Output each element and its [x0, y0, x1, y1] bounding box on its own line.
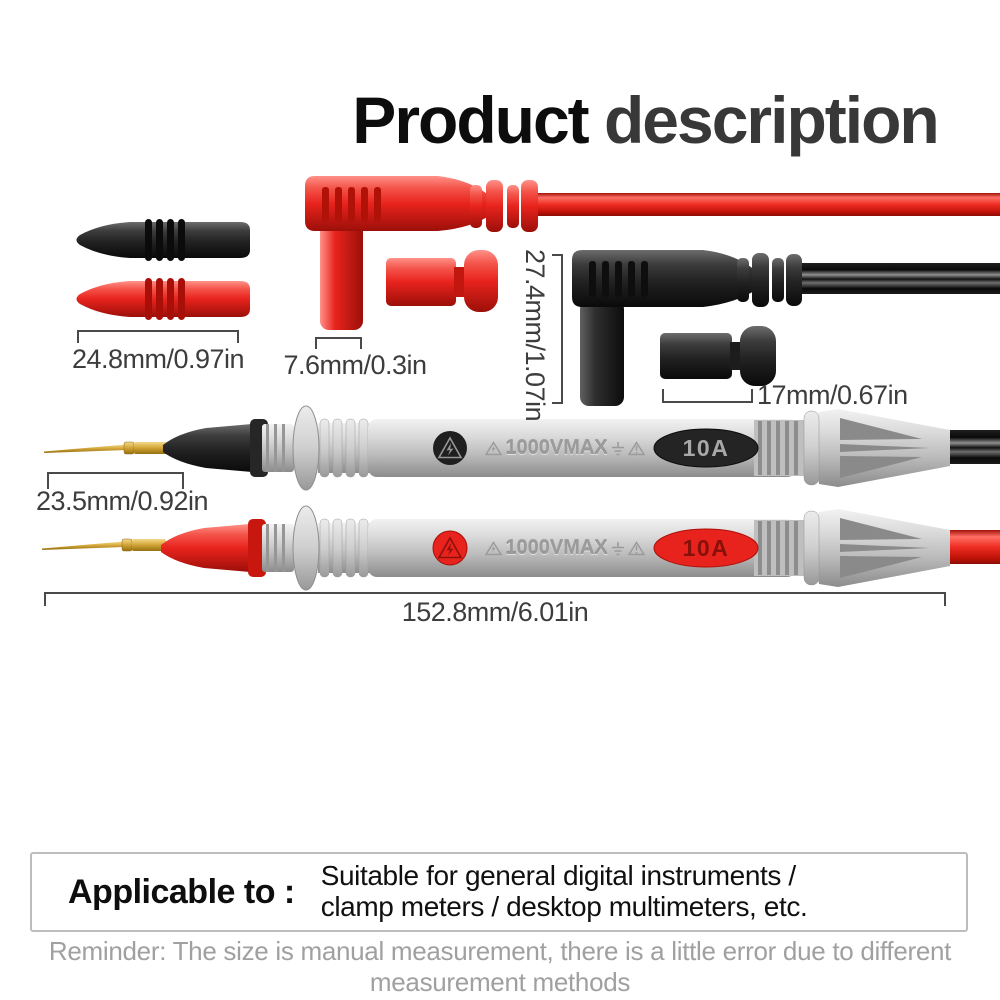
black-probe-tip-cover [76, 219, 250, 261]
warning-triangle-icon [437, 436, 463, 459]
red-probe-cable [944, 530, 1000, 564]
red-angle-plug [305, 176, 1000, 330]
dimension-bracket-probe-tip [47, 472, 184, 489]
applicable-to-text: Suitable for general digital instruments… [320, 860, 808, 923]
applicable-to-box: Applicable to : Suitable for general dig… [30, 852, 968, 932]
plug-barrel-size-label: 7.6mm/0.3in [283, 350, 427, 380]
applicable-to-line1: Suitable for general digital instruments… [320, 860, 796, 892]
red-banana-cap [386, 250, 498, 312]
applicable-to-label: Applicable to : [68, 872, 295, 911]
warning-triangle-icon [485, 540, 503, 555]
probe-total-size-label: 152.8mm/6.01in [401, 597, 589, 627]
voltage-rating-text: 1000VMAX [505, 536, 608, 559]
probe-tip-size-label: 23.5mm/0.92in [35, 486, 209, 516]
current-rating-label: 10A [682, 434, 730, 461]
warning-triangle-icon [627, 540, 645, 555]
dimension-bracket-cap [662, 389, 753, 403]
ground-symbol-icon [611, 541, 624, 555]
dimension-bracket-plug-height [552, 254, 563, 404]
black-angle-plug [572, 250, 1000, 406]
dimension-bracket-probe-total [44, 592, 946, 606]
page-title: Product description [0, 82, 1000, 158]
warning-triangle-icon [485, 440, 503, 455]
current-rating-label: 10A [682, 534, 730, 561]
black-banana-cap [660, 326, 776, 386]
red-probe-tip-cover [76, 278, 250, 320]
lightning-icon [446, 443, 454, 456]
cap-size-label: 17mm/0.67in [757, 380, 908, 410]
title-word-product: Product [352, 83, 589, 157]
red-cable [534, 193, 1000, 216]
warning-triangle-icon [627, 440, 645, 455]
red-probe-needle [42, 541, 124, 550]
voltage-rating-text: 1000VMAX [505, 436, 608, 459]
warning-triangle-icon [437, 536, 463, 559]
black-cable [800, 263, 1000, 294]
black-test-probe [44, 405, 951, 491]
red-probe-marking: 1000VMAX [468, 533, 662, 563]
dimension-bracket-tip-covers [77, 330, 239, 343]
title-word-description: description [603, 83, 940, 157]
ground-symbol-icon [611, 441, 624, 455]
plug-height-size-label: 27.4mm/1.07in [520, 249, 550, 422]
black-probe-cable [944, 430, 1000, 464]
red-test-probe [42, 505, 951, 591]
lightning-icon [446, 543, 454, 556]
dimension-bracket-plug-barrel [315, 337, 362, 349]
applicable-to-line2: clamp meters / desktop multimeters, etc. [320, 891, 808, 922]
current-rating-oval [653, 428, 759, 468]
black-probe-marking: 1000VMAX [468, 433, 662, 463]
tip-covers-size-label: 24.8mm/0.97in [71, 344, 245, 374]
reminder-text: Reminder: The size is manual measurement… [48, 936, 952, 997]
black-probe-needle [44, 444, 126, 453]
current-rating-oval [653, 528, 759, 568]
